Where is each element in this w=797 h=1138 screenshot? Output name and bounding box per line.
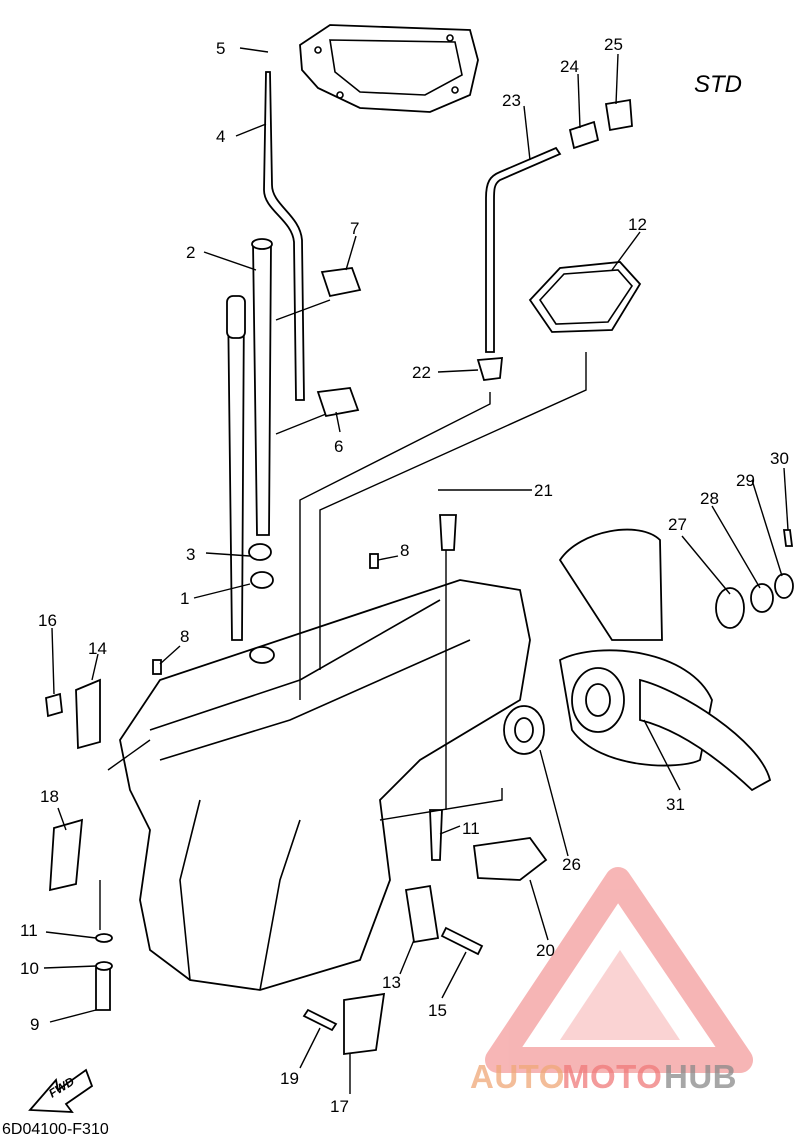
callout-17: 16: [38, 611, 57, 630]
watermark-text: AUTO MOTO HUB: [470, 1058, 737, 1095]
callout-20: 19: [280, 1069, 299, 1088]
callout-5: 5: [216, 39, 225, 58]
callout-27: 26: [562, 855, 581, 874]
callout-8b: 8: [180, 627, 189, 646]
rear-parts-illustration: [476, 98, 642, 381]
callout-30: 29: [736, 471, 755, 490]
callout-26: 25: [604, 35, 623, 54]
callout-23: 22: [412, 363, 431, 382]
watermark-auto: AUTO: [470, 1058, 565, 1095]
callout-22: 21: [534, 481, 553, 500]
callout-15: 14: [88, 639, 107, 658]
callout-4: 4: [216, 127, 225, 146]
callout-11: 11: [20, 921, 38, 940]
watermark-logo: [485, 867, 753, 1073]
callout-29: 28: [700, 489, 719, 508]
callout-24: 23: [502, 91, 521, 110]
lower-hardware-illustration: [45, 514, 548, 1056]
fwd-arrow: FWD: [28, 1068, 94, 1113]
callout-21: 20: [536, 941, 555, 960]
callout-14: 13: [382, 973, 401, 992]
callout-6: 6: [334, 437, 343, 456]
callout-numbers: 5 4 2 7 6 3 1 8 8 21 22 23 24 25 12 27 2…: [20, 35, 789, 1116]
callout-28: 27: [668, 515, 687, 534]
callout-8a: 8: [400, 541, 409, 560]
diagram-code: 6D04100-F310: [2, 1121, 109, 1138]
callout-1: 1: [180, 589, 189, 608]
callout-7: 7: [350, 219, 359, 238]
callout-13: 12: [628, 215, 647, 234]
callout-16: 15: [428, 1001, 447, 1020]
propeller-illustration: [558, 528, 794, 792]
callout-3: 3: [186, 545, 195, 564]
callout-19: 18: [40, 787, 59, 806]
callout-25: 24: [560, 57, 579, 76]
water-tube-illustration: [263, 71, 305, 401]
callout-9: 9: [30, 1015, 39, 1034]
callout-10: 10: [20, 959, 39, 978]
upper-plate-illustration: [299, 24, 479, 113]
hose-clips-illustration: [316, 267, 362, 418]
leader-lines: [43, 47, 789, 1094]
callout-32: 31: [666, 795, 685, 814]
callout-2: 2: [186, 243, 195, 262]
callout-18: 17: [330, 1097, 349, 1116]
watermark-moto: MOTO: [562, 1058, 662, 1095]
variant-label: STD: [694, 71, 742, 98]
callout-12: 11: [462, 819, 480, 838]
callout-31: 30: [770, 449, 789, 468]
gear-case-illustration: [119, 543, 531, 991]
watermark-hub: HUB: [664, 1058, 737, 1095]
